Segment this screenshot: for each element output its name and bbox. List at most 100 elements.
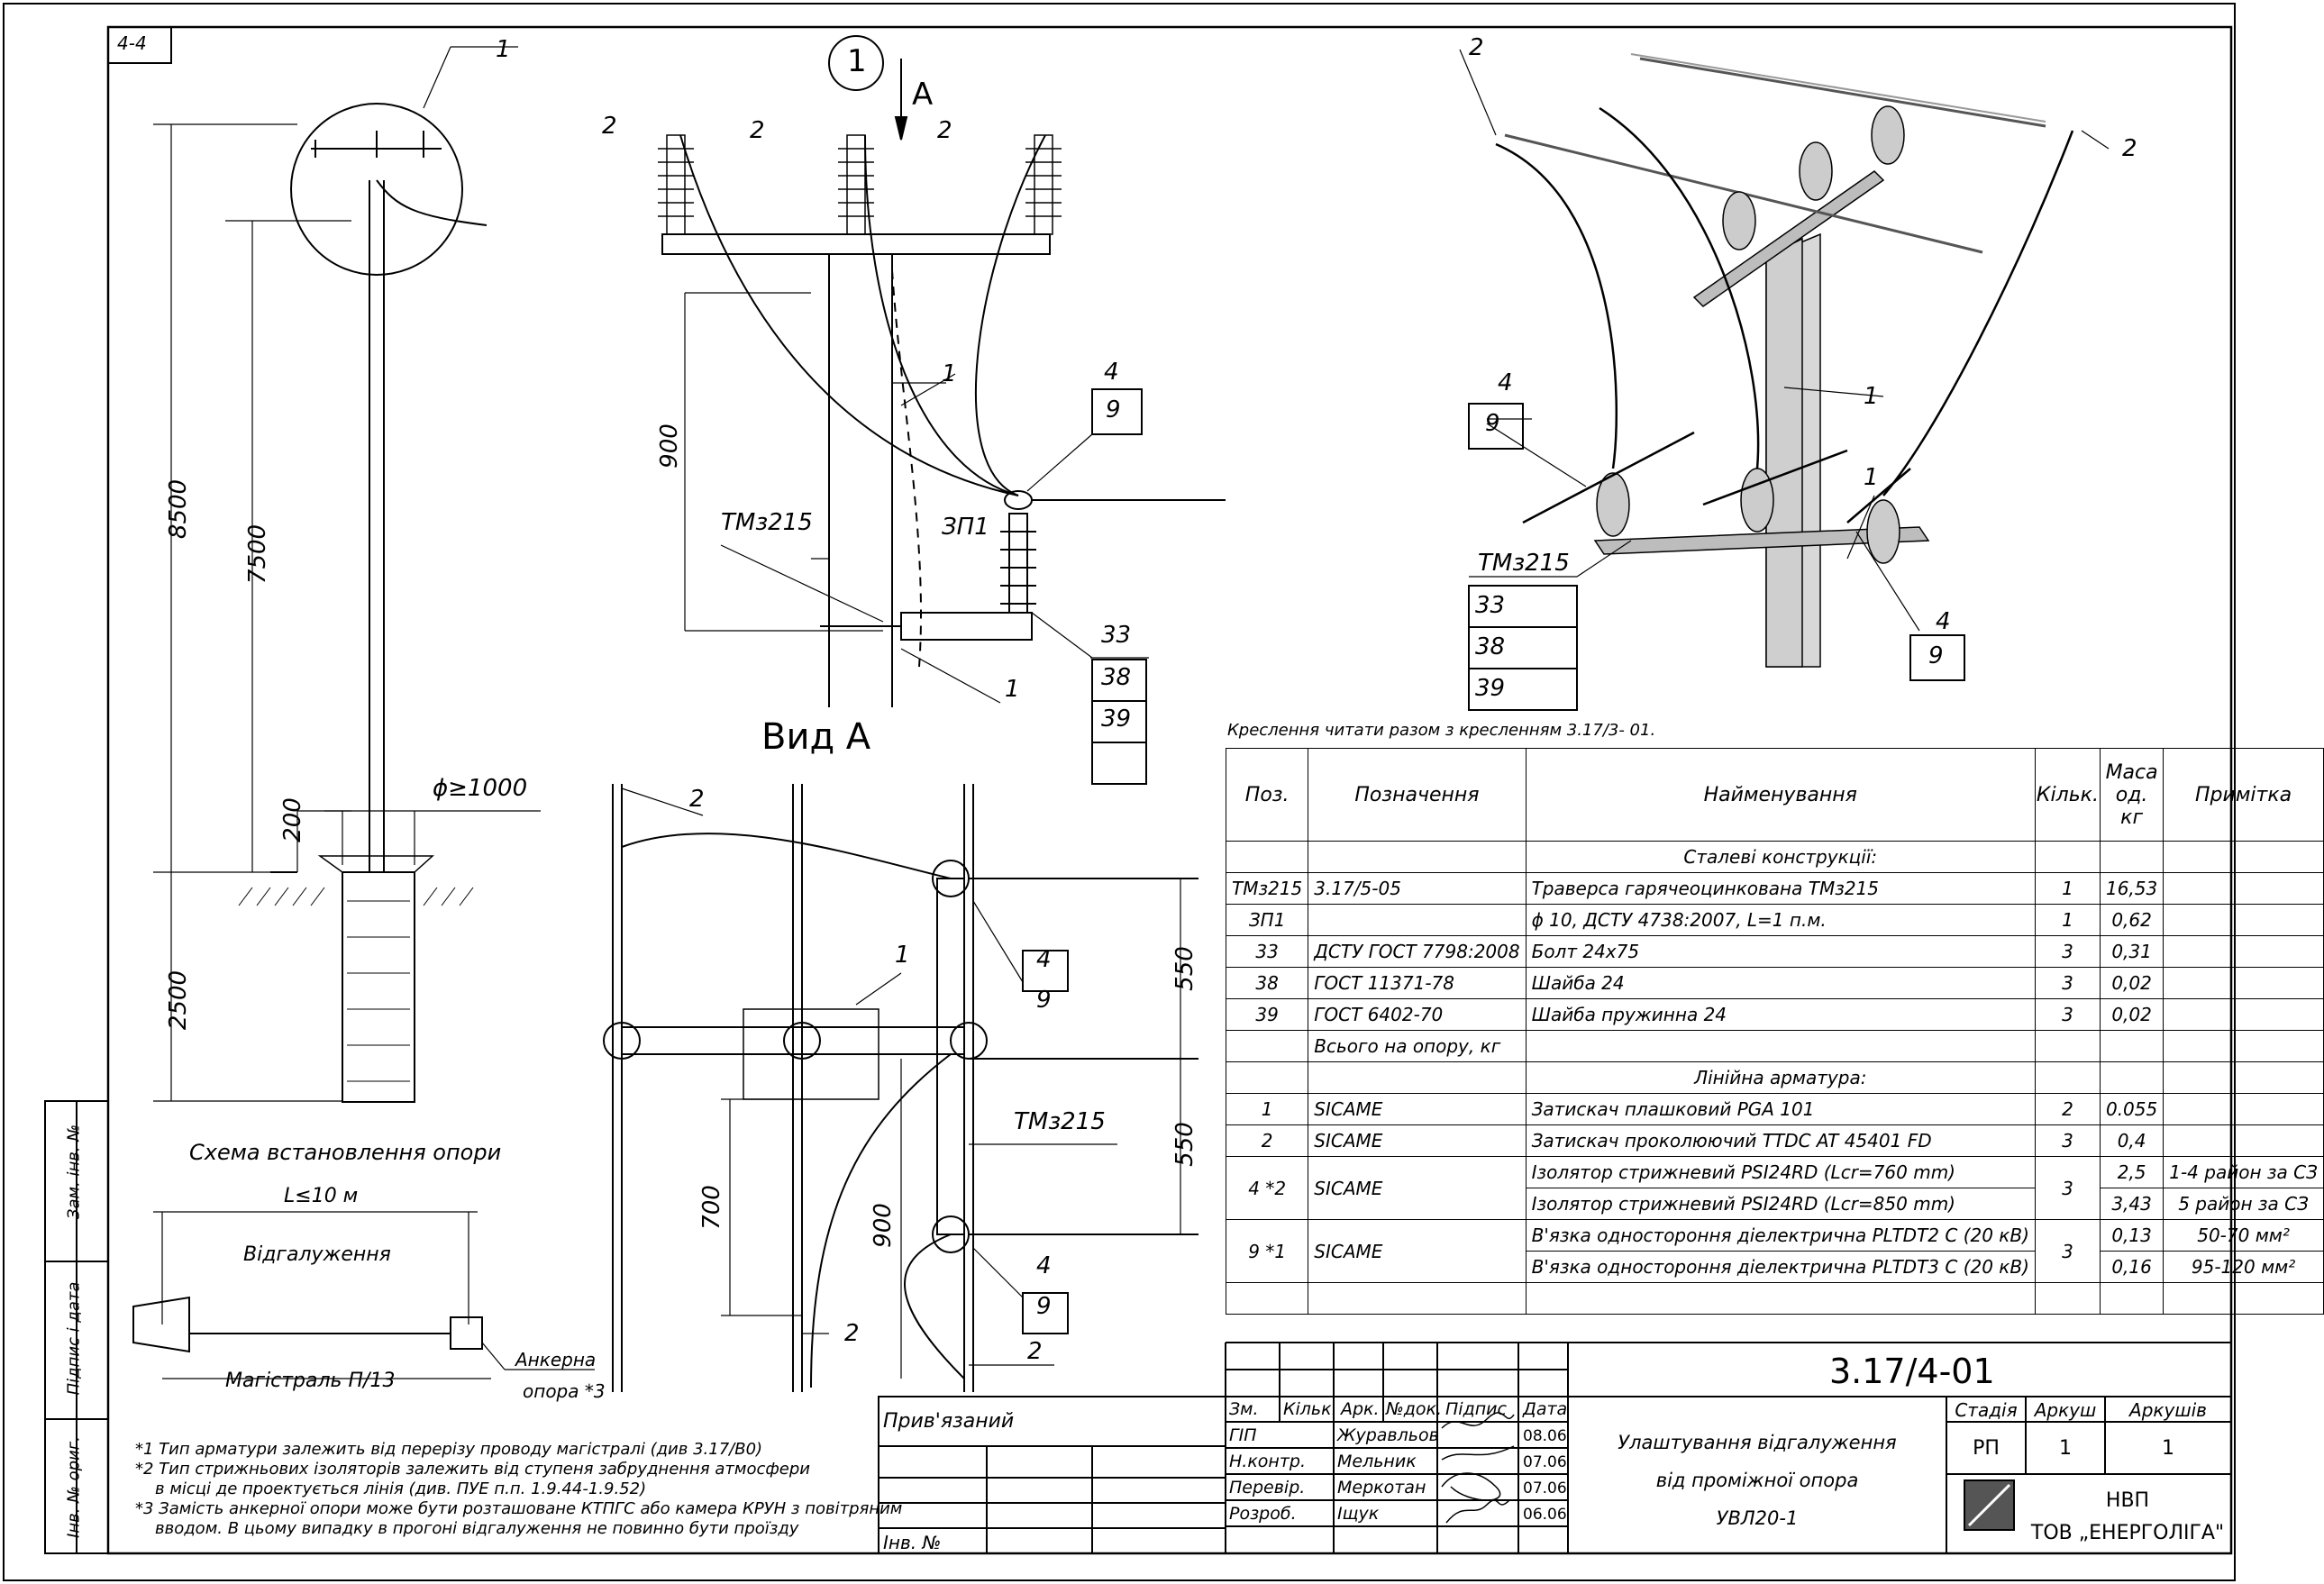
- scheme-caption: Схема встановлення опори: [189, 1140, 502, 1165]
- sheet-val: 1: [2059, 1437, 2072, 1460]
- branch-scheme: [132, 1211, 595, 1379]
- label-opora: опора *3: [523, 1380, 606, 1402]
- dim-900b: 900: [869, 1203, 897, 1248]
- stage-val: РП: [1973, 1437, 2000, 1460]
- label-ankerna: Анкерна: [515, 1349, 597, 1370]
- callout-1-va: 1: [895, 942, 910, 969]
- callout-1-front-b: 1: [1005, 676, 1020, 703]
- footnote-2b: в місці де проектується лінія (див. ПУЕ …: [155, 1479, 647, 1498]
- label-magistral: Магістраль П/13: [225, 1370, 396, 1392]
- table-row-total: Всього на опору, кг: [1225, 1030, 2324, 1062]
- footnote-3: *3 Замість анкерної опори може бути розт…: [135, 1499, 903, 1518]
- callout-9-3d-b: 9: [1928, 642, 1944, 669]
- footnote-1: *1 Тип арматури залежить від перерізу пр…: [135, 1440, 763, 1459]
- stamp-zam-inv: Зам. інв. №: [64, 1124, 84, 1220]
- table-row: В'язка одностороння діелектрична PLTDT3 …: [1226, 1251, 2324, 1283]
- dim-550a: 550: [1171, 946, 1198, 991]
- hatch-ground: [238, 887, 474, 1082]
- section-steel: Сталеві конструкції:: [1225, 841, 2324, 873]
- title-block-frame: [878, 1342, 2232, 1554]
- tb-name-gip: Журавльов: [1337, 1425, 1439, 1445]
- callout-9-vb: 9: [1036, 1293, 1052, 1320]
- stamp-inv-oryg: Інв. № ориг.: [64, 1436, 84, 1538]
- callout-9-va: 9: [1036, 987, 1052, 1014]
- tb-date-rozrob: 06.06: [1523, 1506, 1567, 1524]
- section-armatura: Лінійна арматура:: [1225, 1061, 2324, 1094]
- dim-7500: 7500: [244, 523, 272, 585]
- footnote-3b: вводом. В цьому випадку в прогоні відгал…: [155, 1519, 799, 1538]
- callout-1-front: 1: [942, 360, 957, 387]
- callout-2-vb: 2: [844, 1320, 860, 1347]
- callout-9-3d-a: 9: [1485, 410, 1500, 437]
- callout-38-front: 38: [1101, 664, 1132, 691]
- callout-2-va: 2: [689, 786, 705, 813]
- footnote-2: *2 Тип стрижньових ізоляторів залежить в…: [135, 1460, 810, 1479]
- label-tmz215-3d: ТМз215: [1478, 550, 1570, 577]
- stamp-pidpys: Підпис і дата: [64, 1281, 84, 1396]
- view-arrow-label: A: [912, 77, 934, 113]
- callout-4-3d-b: 4: [1936, 608, 1951, 635]
- read-note: Креслення читати разом з кресленням 3.17…: [1227, 721, 1656, 740]
- callout-2-b: 2: [750, 117, 765, 144]
- th-mass: Маса од. кг: [2099, 748, 2165, 842]
- drawing-canvas: [3, 3, 2236, 1581]
- callout-4-3d-a: 4: [1498, 369, 1513, 396]
- section-armatura-label: Лінійна арматура:: [1525, 1061, 2036, 1094]
- callout-39-3d: 39: [1475, 675, 1506, 702]
- callout-4-va: 4: [1036, 946, 1052, 973]
- th-note: Примітка: [2163, 748, 2324, 842]
- sheet-marker-box: [107, 26, 172, 64]
- callout-2-3d-b: 2: [2122, 135, 2137, 162]
- doc-title-line1: Улаштування відгалуження: [1618, 1432, 1897, 1453]
- callout-33-front: 33: [1101, 622, 1132, 649]
- doc-number: 3.17/4-01: [1829, 1352, 1995, 1391]
- pole-view-3d: [1459, 49, 2110, 711]
- tb-role-rozrob: Розроб.: [1229, 1504, 1297, 1524]
- label-zp1: ЗП1: [942, 514, 989, 541]
- tb-head-doc: №док.: [1386, 1399, 1443, 1419]
- callout-2-c: 2: [937, 117, 952, 144]
- pole-view-front: [658, 35, 1226, 785]
- th-pos: Поз.: [1225, 748, 1309, 842]
- callout-38-3d: 38: [1475, 633, 1506, 660]
- callout-2-vc: 2: [1027, 1338, 1043, 1365]
- tb-date-nkontr: 07.06: [1523, 1453, 1567, 1471]
- tb-date-perevir: 07.06: [1523, 1479, 1567, 1498]
- dim-900a: 900: [655, 423, 683, 469]
- callout-1-3d-a: 1: [1864, 383, 1879, 410]
- company: НВП ТОВ „ЕНЕРГОЛІГА": [2028, 1485, 2228, 1550]
- th-code: Позначення: [1308, 748, 1527, 842]
- side-stamp: [44, 1100, 109, 1554]
- table-row-empty: [1225, 1282, 2324, 1315]
- tb-head-kilk: Кільк.: [1283, 1399, 1337, 1419]
- tb-head-sign: Підпис: [1445, 1399, 1507, 1419]
- dim-8500: 8500: [165, 478, 193, 540]
- tb-role-perevir: Перевір.: [1229, 1478, 1306, 1498]
- label-vidgaluzh: Відгалуження: [243, 1243, 391, 1266]
- sheets-head: Аркушів: [2129, 1399, 2207, 1421]
- callout-33-3d: 33: [1475, 592, 1506, 619]
- inv-number: Інв. №: [883, 1532, 942, 1553]
- dim-span: L≤10 м: [284, 1185, 359, 1207]
- section-steel-label: Сталеві конструкції:: [1525, 841, 2036, 873]
- doc-title-line2: від проміжної опора: [1655, 1470, 1859, 1491]
- pole-scheme: [153, 46, 541, 1103]
- callout-1-scheme: 1: [496, 36, 511, 63]
- tb-date-gip: 08.06: [1523, 1427, 1567, 1445]
- tb-role-nkontr: Н.контр.: [1229, 1452, 1307, 1471]
- callout-2-a: 2: [602, 113, 617, 140]
- callout-39-front: 39: [1101, 706, 1132, 733]
- dim-2500: 2500: [165, 970, 193, 1031]
- spec-table: Поз. Позначення Найменування Кільк. Маса…: [1225, 748, 2324, 1315]
- th-qty: Кільк.: [2034, 748, 2101, 842]
- sheets-val: 1: [2162, 1437, 2174, 1460]
- sheet-marker: 4-4: [117, 32, 147, 54]
